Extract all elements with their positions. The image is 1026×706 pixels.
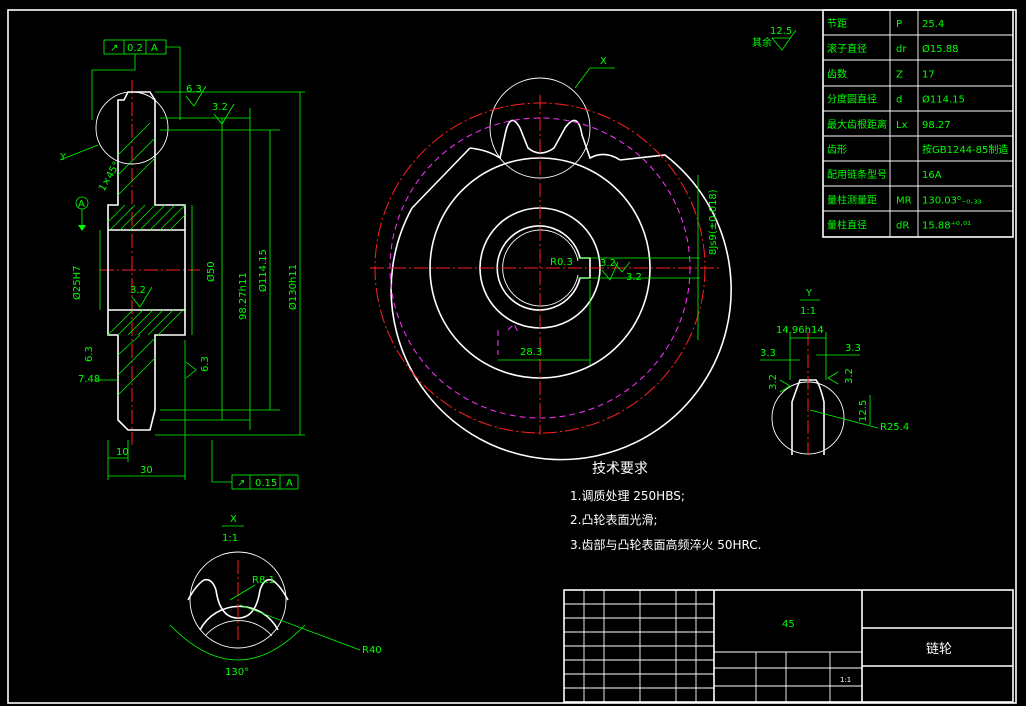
detail-x-scale: 1:1 bbox=[222, 533, 238, 544]
svg-text:↗: ↗ bbox=[237, 478, 245, 489]
dim-bore: Ø25H7 bbox=[71, 266, 83, 300]
rough-3-2-bore: 3.2 bbox=[130, 285, 146, 296]
spec-symbol-4: Lx bbox=[896, 120, 908, 131]
datum-label: A bbox=[78, 199, 85, 210]
section-view: Y ↗ 0.2 A ↗ 0.15 A A 6.3 3.2 3.2 6.3 6.3 bbox=[59, 39, 305, 490]
rough-y-right: 3.2 bbox=[844, 368, 855, 384]
spec-value-7: 130.03⁰₋₀.₃₃ bbox=[922, 195, 981, 206]
spec-symbol-8: dR bbox=[896, 221, 909, 232]
tech-item-3: 3.齿部与凸轮表面高频淬火 50HRC. bbox=[570, 537, 762, 552]
roughness-note-value: 12.5 bbox=[770, 26, 792, 37]
rough-3-2-top: 3.2 bbox=[212, 102, 228, 113]
rough-key-1: 3.2 bbox=[600, 258, 616, 269]
spec-name-3: 分度圆直径 bbox=[827, 93, 877, 106]
spec-symbol-0: P bbox=[896, 19, 902, 30]
dim-width-30: 30 bbox=[140, 465, 153, 476]
detail-x-title: X bbox=[230, 514, 237, 525]
tol-top-value: 0.2 bbox=[127, 43, 143, 54]
front-view: X R0.3 8Js9(±0.018) 3.2 3.2 28.3 bbox=[370, 56, 732, 461]
title-block: 45 链轮 1:1 bbox=[563, 589, 1014, 703]
dim-y-left: 3.3 bbox=[760, 348, 776, 359]
dim-y-width: 14.96h14 bbox=[776, 325, 824, 336]
spec-value-1: Ø15.88 bbox=[922, 43, 959, 55]
spec-value-5: 按GB1244-85制造 bbox=[922, 143, 1008, 156]
spec-name-8: 量柱直径 bbox=[827, 219, 867, 232]
tol-bottom-datum: A bbox=[286, 478, 293, 489]
rough-y-left: 3.2 bbox=[768, 374, 779, 390]
spec-value-4: 98.27 bbox=[922, 120, 951, 131]
dim-pitch: Ø114.15 bbox=[257, 249, 269, 292]
spec-name-5: 齿形 bbox=[827, 144, 847, 156]
spec-name-6: 配用链条型号 bbox=[827, 168, 887, 181]
spec-name-4: 最大齿根距离 bbox=[827, 118, 887, 131]
chamfer-note: 1×45° bbox=[97, 160, 123, 194]
spec-symbol-2: Z bbox=[896, 69, 903, 80]
label-x: X bbox=[600, 56, 607, 67]
spec-name-0: 节距 bbox=[827, 18, 847, 30]
spec-value-0: 25.4 bbox=[922, 19, 944, 30]
roughness-note: 其余 12.5 bbox=[752, 26, 797, 51]
tol-top-datum: A bbox=[151, 43, 158, 54]
roughness-note-label: 其余 bbox=[752, 36, 772, 49]
spec-name-2: 齿数 bbox=[827, 67, 847, 80]
detail-y-title: Y bbox=[805, 288, 813, 299]
rough-key-2: 3.2 bbox=[626, 272, 642, 283]
detail-y-scale: 1:1 bbox=[800, 306, 816, 317]
tech-item-2: 2.凸轮表面光滑; bbox=[570, 513, 658, 527]
title-scale: 1:1 bbox=[840, 676, 851, 684]
dim-hub: Ø50 bbox=[205, 261, 217, 282]
detail-y: Y 1:1 14.96h14 3.3 3.3 3.2 3.2 12.5 R25.… bbox=[760, 288, 909, 455]
dim-x-r2: R40 bbox=[362, 645, 382, 656]
tol-bottom-value: 0.15 bbox=[255, 478, 277, 489]
spec-table: 节距 P 25.4 滚子直径 dr Ø15.88 齿数 Z 17 分度圆直径 d Ø114.15 最大齿… bbox=[822, 9, 1014, 238]
tech-requirements: 技术要求 1.调质处理 250HBS; 2.凸轮表面光滑; 3.齿部与凸轮表面高… bbox=[570, 461, 762, 552]
drawing-border bbox=[7, 9, 1017, 704]
spec-value-2: 17 bbox=[922, 69, 935, 80]
spec-value-6: 16A bbox=[922, 170, 942, 181]
dim-outer: Ø130h11 bbox=[287, 264, 299, 310]
rough-6-3-right: 6.3 bbox=[200, 356, 211, 372]
spec-name-7: 量柱测量距 bbox=[827, 193, 877, 206]
dim-y-height: 12.5 bbox=[858, 400, 869, 422]
tech-item-1: 1.调质处理 250HBS; bbox=[570, 489, 685, 503]
svg-text:↗: ↗ bbox=[110, 43, 118, 54]
dim-x-r1: R8.1 bbox=[252, 575, 275, 586]
dim-x-angle: 130° bbox=[225, 667, 249, 678]
dim-root: 98.27h11 bbox=[238, 272, 249, 320]
label-y: Y bbox=[59, 152, 67, 163]
dim-y-radius: R25.4 bbox=[880, 422, 909, 433]
spec-value-8: 15.88⁺⁰·⁰¹ bbox=[922, 221, 971, 232]
dim-width-10: 10 bbox=[116, 447, 129, 458]
title-material: 45 bbox=[782, 619, 795, 630]
dim-chamfer: 7.48 bbox=[78, 374, 100, 385]
dim-radius: R0.3 bbox=[550, 257, 573, 268]
spec-symbol-1: dr bbox=[896, 44, 907, 55]
spec-symbol-3: d bbox=[896, 95, 902, 106]
spec-symbol-7: MR bbox=[896, 195, 912, 206]
detail-x: X 1:1 130° R8.1 R40 bbox=[169, 514, 382, 678]
dim-key-depth: 28.3 bbox=[520, 347, 542, 358]
spec-name-1: 滚子直径 bbox=[827, 42, 867, 55]
tech-title: 技术要求 bbox=[592, 461, 648, 477]
spec-value-3: Ø114.15 bbox=[922, 94, 965, 106]
title-part-name: 链轮 bbox=[926, 642, 952, 657]
dim-key-width: 8Js9(±0.018) bbox=[708, 189, 719, 255]
rough-6-3-left: 6.3 bbox=[84, 346, 95, 362]
rough-6-3-top: 6.3 bbox=[186, 84, 202, 95]
dim-y-right: 3.3 bbox=[845, 343, 861, 354]
